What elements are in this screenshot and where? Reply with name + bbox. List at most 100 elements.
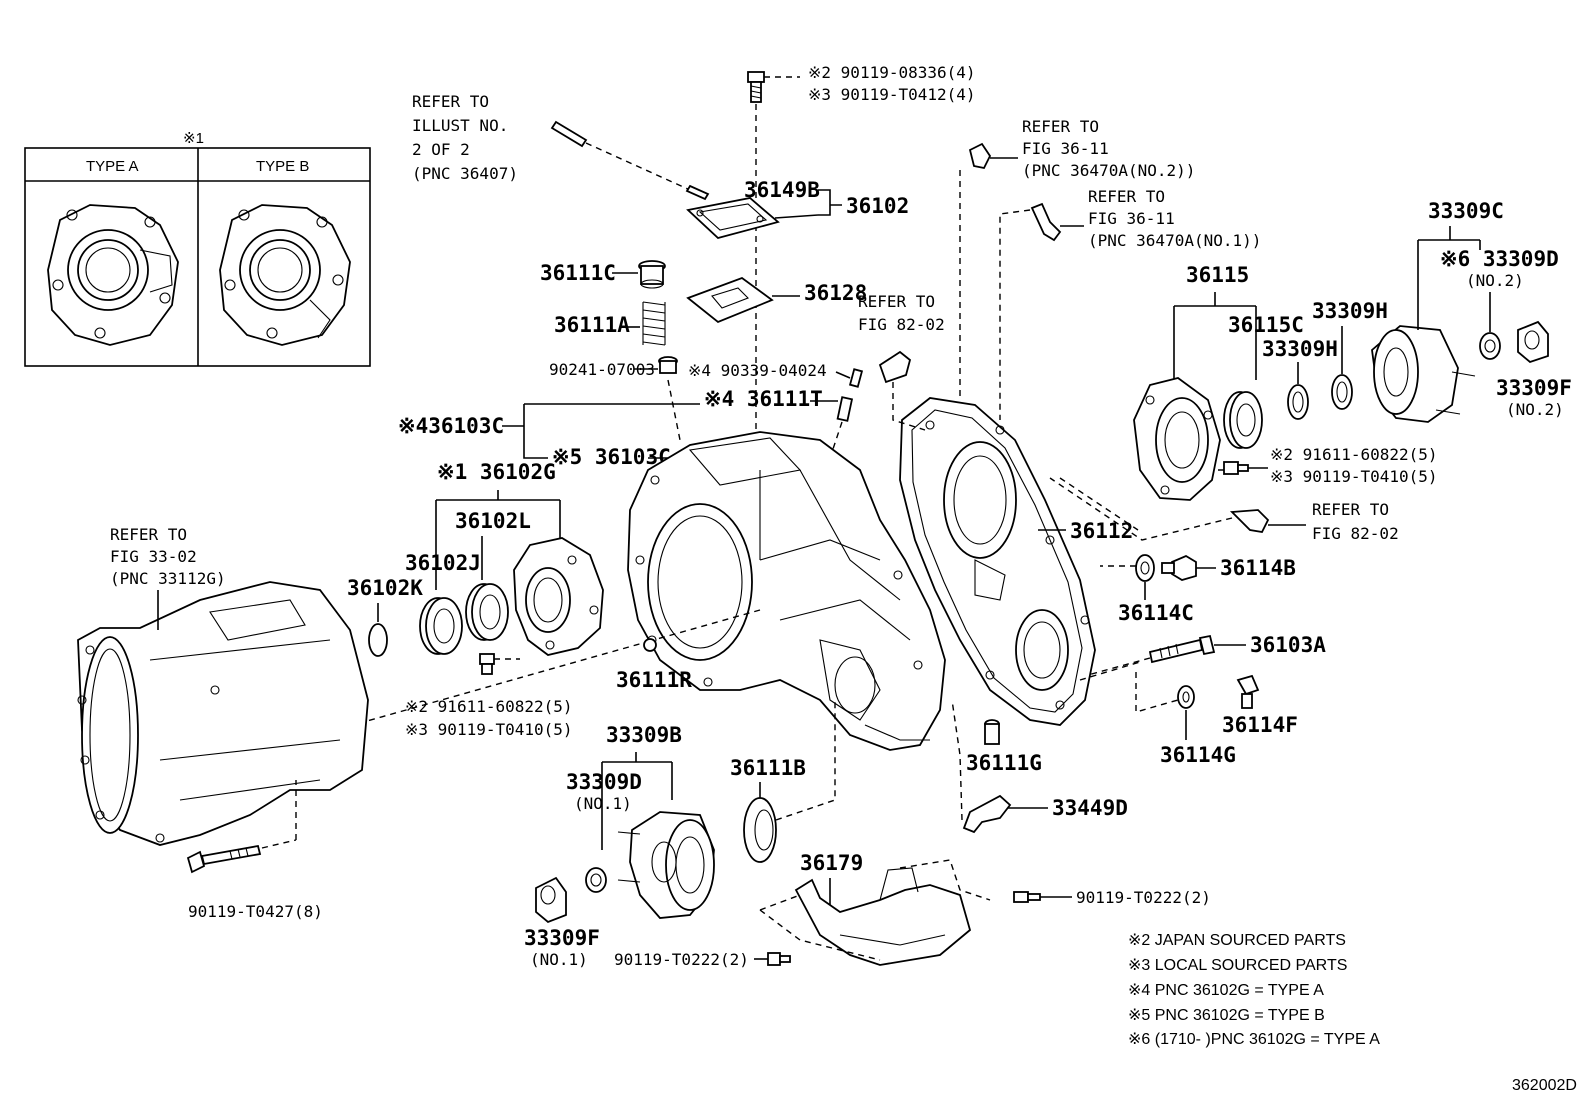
label-33309d1-sub: (NO.1) <box>574 794 632 813</box>
refer-fig3611-no1-line3: (PNC 36470A(NO.1)) <box>1088 231 1261 250</box>
pin-36407 <box>550 120 710 201</box>
bolt-90119-t0222-left <box>767 952 791 966</box>
refer-illust-line1: REFER TO <box>412 92 489 111</box>
refer-fig3611-no2-line2: FIG 36-11 <box>1022 139 1109 158</box>
washer-33309d2 <box>1479 332 1501 360</box>
note-2: ※3 LOCAL SOURCED PARTS <box>1128 957 1347 974</box>
refer-fig3302-block: REFER TO FIG 33-02 (PNC 33112G) <box>110 525 226 588</box>
refer-fig3611-no2-line1: REFER TO <box>1022 117 1099 136</box>
refer-fig3611-no1-block: REFER TO FIG 36-11 (PNC 36470A(NO.1)) <box>1088 187 1261 250</box>
washer-33309d1 <box>585 867 607 893</box>
note-3: ※4 PNC 36102G = TYPE A <box>1128 982 1324 999</box>
type-a-label: TYPE A <box>86 158 139 175</box>
nut-33309f1 <box>535 876 567 924</box>
label-33309b: 33309B <box>606 723 682 747</box>
bolt-36114b <box>1161 554 1197 581</box>
label-36114b: 36114B <box>1220 556 1296 580</box>
refer-illust-line3: 2 OF 2 <box>412 140 470 159</box>
label-36102j: 36102J <box>405 551 481 575</box>
label-36111b: 36111B <box>730 756 806 780</box>
sensor-36470a-no2 <box>959 142 1018 400</box>
plug-36111c <box>638 260 666 289</box>
seal-33309h-b <box>1331 374 1353 410</box>
flange-33309c <box>1371 325 1476 423</box>
pin-36111g <box>984 719 1000 745</box>
label-33309h-b: 33309H <box>1312 299 1388 323</box>
refer-illust-line2: ILLUST NO. <box>412 116 508 135</box>
label-33309d1: 33309D <box>566 770 642 794</box>
refer-fig3611-no1-line1: REFER TO <box>1088 187 1165 206</box>
note-5: ※6 (1710- )PNC 36102G = TYPE A <box>1128 1031 1380 1048</box>
label-90119-t0222-a: 90119-T0222(2) <box>1076 888 1211 907</box>
label-33449d: 33449D <box>1052 796 1128 820</box>
bell-housing-33112g <box>77 581 369 846</box>
flange-33309b <box>617 811 715 919</box>
box-mark: ※1 <box>183 130 204 147</box>
label-90119-t0222-b: 90119-T0222(2) <box>614 950 749 969</box>
label-36102l: 36102L <box>455 509 531 533</box>
gasket-36128 <box>686 276 774 324</box>
refer-fig8202-top-line1: REFER TO <box>858 292 935 311</box>
nut-33309f2 <box>1517 320 1549 364</box>
transfer-case-main <box>627 431 946 751</box>
bolt-left-small <box>479 653 520 675</box>
label-36114f: 36114F <box>1222 713 1298 737</box>
label-36102: 36102 <box>846 194 909 218</box>
pin-36111t <box>836 396 854 422</box>
type-reference-box: ※1 TYPE A TYPE B <box>24 130 371 367</box>
label-36102g: ※1 36102G <box>437 460 556 484</box>
label-bolt-top-1: ※2 90119-08336(4) <box>808 63 976 82</box>
label-bolt-left-1: ※2 91611-60822(5) <box>405 697 573 716</box>
label-36103a: 36103A <box>1250 633 1326 657</box>
refer-fig3611-no2-line3: (PNC 36470A(NO.2)) <box>1022 161 1195 180</box>
bolt-top <box>747 71 800 470</box>
refer-fig8202-right-line1: REFER TO <box>1312 500 1389 519</box>
label-36102k: 36102K <box>347 576 423 600</box>
refer-illust-block: REFER TO ILLUST NO. 2 OF 2 (PNC 36407) <box>412 92 518 183</box>
seal-36102k <box>368 623 388 657</box>
bracket-82-02-top <box>878 350 926 431</box>
label-36112: 36112 <box>1070 519 1133 543</box>
notes-block: ※2 JAPAN SOURCED PARTS ※3 LOCAL SOURCED … <box>1128 932 1380 1048</box>
label-33309f1-sub: (NO.1) <box>530 950 588 969</box>
washer-36114c <box>1135 554 1155 582</box>
bearing-36115c <box>1223 391 1263 449</box>
washer-36114g <box>1177 685 1195 709</box>
spring-36111a <box>642 301 666 346</box>
note-4: ※5 PNC 36102G = TYPE B <box>1128 1007 1325 1024</box>
refer-illust-line4: (PNC 36407) <box>412 164 518 183</box>
type-a-drawing <box>47 204 179 346</box>
label-90241: 90241-07003 <box>549 360 655 379</box>
refer-fig8202-top-block: REFER TO FIG 82-02 <box>858 292 945 334</box>
label-33309d2: ※6 33309D <box>1440 247 1559 271</box>
label-36128: 36128 <box>804 281 867 305</box>
label-33309f2: 33309F <box>1496 376 1572 400</box>
bolt-36114f <box>1236 674 1260 709</box>
label-90119-t0427: 90119-T0427(8) <box>188 902 323 921</box>
bearing-36102l <box>465 583 509 641</box>
label-36114c: 36114C <box>1118 601 1194 625</box>
label-33309f1: 33309F <box>524 926 600 950</box>
label-bolt-right-1: ※2 91611-60822(5) <box>1270 445 1438 464</box>
label-33309d2-sub: (NO.2) <box>1466 271 1524 290</box>
label-36111t: ※4 36111T <box>704 387 823 411</box>
label-36111r: 36111R <box>616 668 692 692</box>
label-36115c: 36115C <box>1228 313 1304 337</box>
plug-90241 <box>658 356 678 374</box>
type-b-drawing <box>219 204 351 346</box>
bracket-33449d <box>962 794 1012 834</box>
pin-36111r <box>643 638 657 652</box>
label-36111c: 36111C <box>540 261 616 285</box>
bolt-90119-t0222-right <box>1013 891 1072 903</box>
rear-case-36112 <box>899 397 1096 726</box>
bracket-82-02-right <box>1049 477 1306 541</box>
refer-fig3302-line3: (PNC 33112G) <box>110 569 226 588</box>
label-36115: 36115 <box>1186 263 1249 287</box>
label-33309f2-sub: (NO.2) <box>1506 400 1564 419</box>
type-b-label: TYPE B <box>256 158 309 175</box>
label-bolt-left-2: ※3 90119-T0410(5) <box>405 720 573 739</box>
label-33309h-a: 33309H <box>1262 337 1338 361</box>
seal-33309h-a <box>1287 384 1309 420</box>
